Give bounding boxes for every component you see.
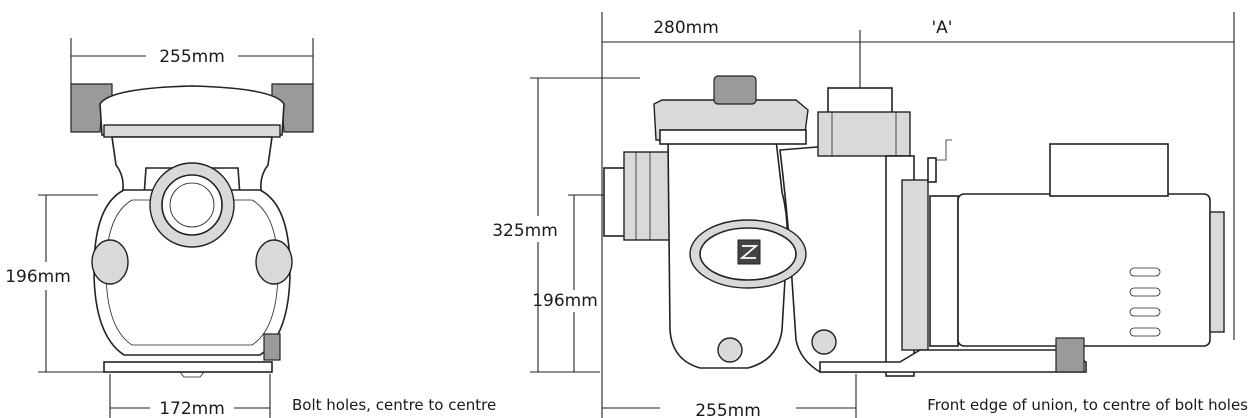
front-bolt-label: 172mm	[159, 399, 225, 418]
side-motor-endcap	[1209, 211, 1225, 333]
side-view: 280mm 'A' 325mm 196mm	[492, 12, 1248, 418]
logo-brand-text: ZODIAC	[739, 267, 759, 273]
zodiac-logo: ZODIAC	[689, 219, 807, 289]
side-outlet-pipe	[827, 87, 893, 115]
side-lid-handle	[713, 75, 757, 105]
side-union	[623, 151, 671, 241]
bolt-holes-caption: Bolt holes, centre to centre	[292, 396, 496, 414]
side-length-label: 280mm	[653, 18, 719, 38]
front-drain-plug	[263, 333, 281, 361]
side-height-label: 196mm	[532, 291, 598, 311]
side-motor-adapter	[929, 195, 959, 347]
front-view: 255mm 196mm	[5, 38, 496, 418]
side-length-dimension: 280mm 'A'	[601, 12, 1235, 418]
front-height-label: 196mm	[5, 267, 71, 287]
side-base-label: 255mm	[695, 401, 761, 418]
side-total-height-dimension: 325mm	[492, 77, 640, 373]
front-edge-caption: Front edge of union, to centre of bolt h…	[927, 396, 1248, 414]
front-pump-body	[93, 189, 291, 356]
side-base-dimension: 255mm	[602, 374, 857, 418]
side-total-height-label: 325mm	[492, 221, 558, 241]
front-width-label: 255mm	[159, 47, 225, 67]
side-outlet-union	[817, 111, 911, 157]
side-base-foot	[1055, 337, 1085, 373]
front-width-dimension: 255mm	[70, 38, 314, 85]
front-base	[103, 361, 273, 373]
front-bolt-dimension: 172mm	[109, 374, 271, 418]
side-extension-label: 'A'	[932, 18, 953, 38]
side-base	[819, 349, 1087, 373]
front-right-knob	[255, 239, 293, 285]
side-motor	[957, 193, 1211, 347]
side-capacitor-box	[1049, 143, 1169, 197]
front-lid-band	[103, 124, 281, 138]
front-height-dimension: 196mm	[5, 194, 104, 373]
front-lid	[99, 85, 285, 136]
side-drain-plug-right	[811, 329, 837, 355]
front-left-knob	[91, 239, 129, 285]
motor-vents	[1129, 267, 1161, 337]
side-drain-plug-left	[717, 337, 743, 363]
